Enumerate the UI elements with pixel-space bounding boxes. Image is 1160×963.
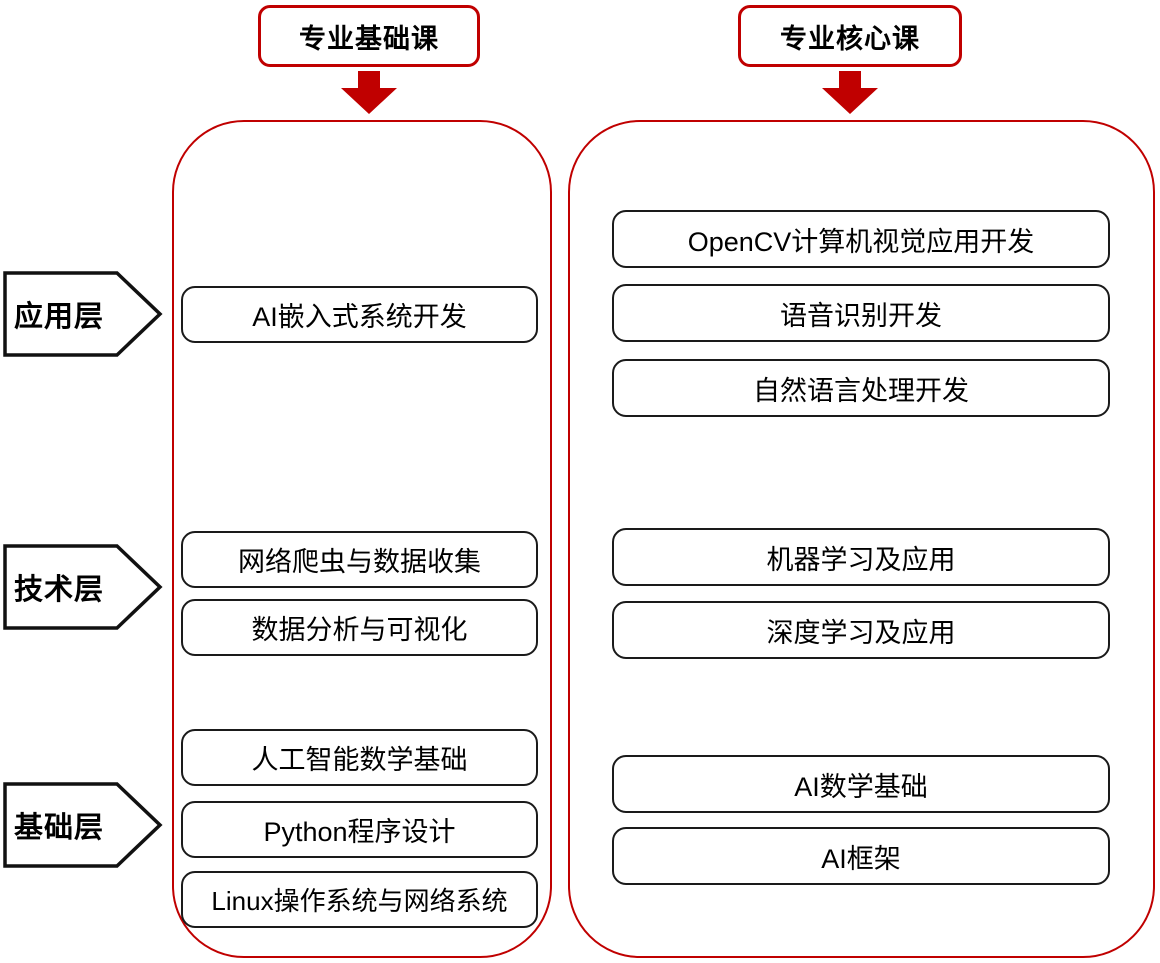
pentagon-arrow-icon (3, 271, 163, 357)
layer-tag-foundation: 基础层 (3, 782, 163, 868)
course-label: 自然语言处理开发 (753, 375, 969, 406)
down-arrow-icon (341, 71, 397, 114)
layer-label-foundation: 基础层 (13, 812, 104, 844)
course-box: 数据分析与可视化 (181, 599, 538, 656)
course-label: AI数学基础 (794, 771, 928, 802)
course-label: 网络爬虫与数据收集 (238, 547, 481, 577)
course-label: OpenCV计算机视觉应用开发 (687, 226, 1035, 257)
course-label: AI框架 (821, 843, 901, 874)
course-box: Python程序设计 (181, 801, 538, 858)
layer-tag-technology: 技术层 (3, 544, 163, 630)
course-box: 语音识别开发 (612, 284, 1110, 342)
header-basic-courses: 专业基础课 (258, 5, 480, 67)
course-box: OpenCV计算机视觉应用开发 (612, 210, 1110, 268)
pentagon-arrow-icon (3, 544, 163, 630)
course-box: AI框架 (612, 827, 1110, 885)
course-box: 网络爬虫与数据收集 (181, 531, 538, 588)
course-box: AI数学基础 (612, 755, 1110, 813)
course-box: Linux操作系统与网络系统 (181, 871, 538, 928)
header-basic-courses-label: 专业基础课 (299, 23, 439, 54)
course-label: Linux操作系统与网络系统 (211, 886, 508, 916)
header-core-courses: 专业核心课 (738, 5, 962, 67)
layer-label-application: 应用层 (13, 301, 104, 333)
down-arrow-icon (822, 71, 878, 114)
course-label: 机器学习及应用 (766, 544, 956, 575)
header-core-courses-label: 专业核心课 (780, 23, 920, 54)
course-box: 自然语言处理开发 (612, 359, 1110, 417)
pentagon-arrow-icon (3, 782, 163, 868)
course-label: 深度学习及应用 (766, 617, 956, 648)
course-box: 深度学习及应用 (612, 601, 1110, 659)
course-label: 人工智能数学基础 (251, 745, 468, 775)
course-label: 数据分析与可视化 (251, 615, 468, 645)
course-box: AI嵌入式系统开发 (181, 286, 538, 343)
course-box: 人工智能数学基础 (181, 729, 538, 786)
course-box: 机器学习及应用 (612, 528, 1110, 586)
layer-label-technology: 技术层 (13, 574, 104, 606)
course-label: 语音识别开发 (780, 300, 942, 331)
course-label: Python程序设计 (263, 817, 456, 847)
course-label: AI嵌入式系统开发 (252, 302, 467, 332)
layer-tag-application: 应用层 (3, 271, 163, 357)
